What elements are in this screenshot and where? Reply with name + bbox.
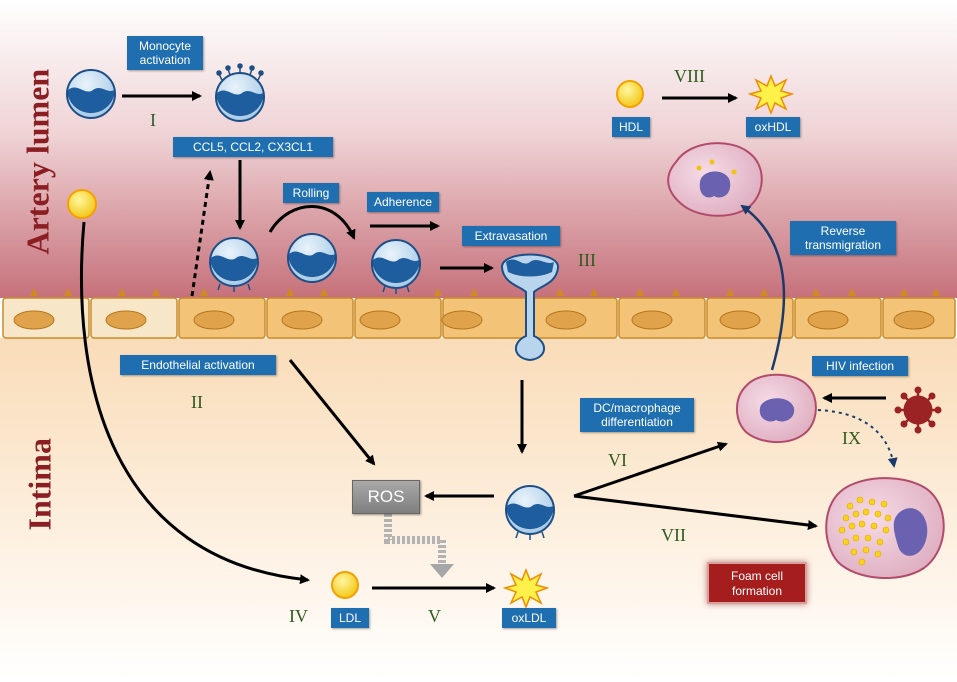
monocyte-resting bbox=[66, 69, 116, 119]
monocyte-adherent bbox=[371, 239, 421, 289]
label-endothelial-activation: Endothelial activation bbox=[120, 355, 276, 375]
oxhdl-star bbox=[747, 73, 795, 116]
macrophage-infected bbox=[736, 373, 817, 444]
hiv-virus bbox=[894, 386, 942, 434]
ros-box: ROS bbox=[352, 480, 420, 514]
reverse-transmigration-arrow bbox=[740, 204, 786, 371]
label-hiv-infection: HIV infection bbox=[812, 356, 908, 376]
step-i: I bbox=[150, 110, 156, 130]
label-oxhdl: oxHDL bbox=[746, 117, 800, 137]
monocyte-intima bbox=[505, 485, 555, 535]
monocyte-endothelial bbox=[209, 237, 259, 287]
step-vii: VII bbox=[661, 525, 686, 545]
step-iii: III bbox=[578, 250, 596, 270]
step-iv: IV bbox=[289, 606, 308, 626]
region-artery-lumen: Artery lumen bbox=[19, 68, 56, 255]
hiv-to-foam-arrow bbox=[817, 409, 898, 468]
label-dc-macrophage-differentiation: DC/macrophage differentiation bbox=[580, 398, 694, 432]
foam-cell bbox=[825, 477, 945, 579]
label-ldl: LDL bbox=[331, 608, 369, 628]
step-ii: II bbox=[191, 392, 203, 412]
label-reverse-transmigration: Reverse transmigration bbox=[790, 221, 896, 255]
lipoprotein-lumen bbox=[67, 189, 97, 219]
foam-cell-formation-label: Foam cell formation bbox=[707, 562, 807, 604]
macrophage-reverse bbox=[667, 142, 763, 217]
label-extravasation: Extravasation bbox=[462, 226, 560, 246]
monocyte-rolling bbox=[287, 233, 337, 283]
ldl-particle bbox=[331, 571, 359, 599]
step-viii: VIII bbox=[674, 66, 705, 86]
label-chemokines: CCL5, CCL2, CX3CL1 bbox=[173, 137, 333, 157]
step-ix: IX bbox=[842, 428, 861, 448]
monocyte-activated bbox=[215, 63, 265, 122]
label-oxldl: oxLDL bbox=[502, 608, 556, 628]
monocyte-extravasating bbox=[500, 253, 560, 362]
label-hdl: HDL bbox=[612, 117, 650, 137]
step-vi: VI bbox=[608, 450, 627, 470]
oxldl-star bbox=[502, 567, 550, 610]
label-monocyte-activation: Monocyte activation bbox=[127, 36, 203, 70]
pathway-arrows bbox=[79, 91, 886, 593]
ros-oxidation-arrow bbox=[384, 514, 446, 568]
hdl-particle bbox=[616, 80, 644, 108]
step-v: V bbox=[428, 606, 441, 626]
region-intima: Intima bbox=[21, 438, 58, 531]
label-adherence: Adherence bbox=[367, 192, 439, 212]
label-rolling: Rolling bbox=[283, 183, 339, 203]
